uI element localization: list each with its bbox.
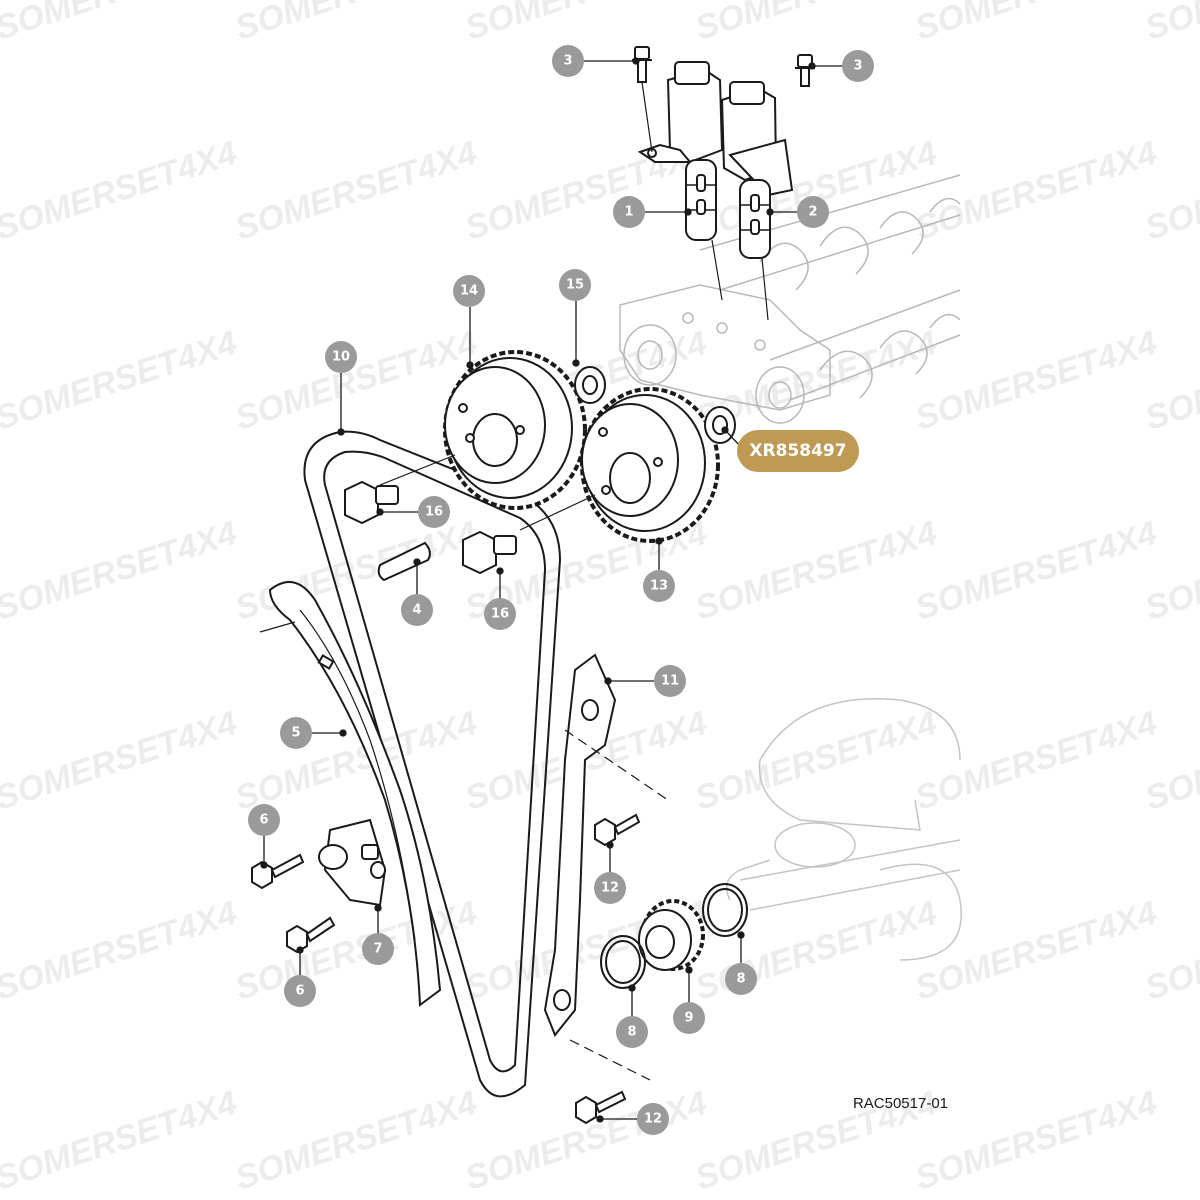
solenoid-bolt-left[interactable]: [632, 46, 653, 153]
svg-text:16: 16: [425, 505, 443, 520]
label-8b: 8: [616, 1016, 648, 1048]
label-6a: 6: [248, 804, 280, 836]
label-14: 14: [453, 275, 485, 307]
svg-text:1: 1: [624, 205, 633, 220]
label-4: 4: [401, 594, 433, 626]
watermark-text: SOMERSET4X4: [911, 324, 1162, 438]
fixed-chain-guide[interactable]: [543, 653, 669, 1081]
solenoid-connector-lines: [711, 239, 769, 321]
svg-text:14: 14: [460, 284, 478, 299]
sprocket-axis-lines: [379, 454, 596, 531]
label-8a: 8: [725, 963, 757, 995]
watermark-text: SOMERSET4X4: [911, 704, 1162, 818]
watermark-text: SOMERSET4X4: [1141, 0, 1200, 48]
watermark-text: SOMERSET4X4: [0, 704, 242, 818]
label-9: 9: [673, 1002, 705, 1034]
svg-text:12: 12: [644, 1112, 662, 1127]
crank-washer-right[interactable]: [702, 883, 748, 937]
part-number-callout[interactable]: XR858497: [737, 430, 859, 472]
label-15: 15: [559, 269, 591, 301]
svg-text:9: 9: [684, 1011, 693, 1026]
timing-chain[interactable]: [303, 430, 562, 1098]
leader-lines: [260, 57, 843, 1123]
sprocket-washer-xr[interactable]: [704, 406, 736, 444]
label-12b: 12: [637, 1103, 669, 1135]
label-13: 13: [643, 570, 675, 602]
watermark-text: SOMERSET4X4: [911, 894, 1162, 1008]
label-2: 2: [797, 196, 829, 228]
svg-text:8: 8: [736, 972, 745, 987]
exhaust-cam-sprocket[interactable]: [580, 387, 720, 543]
svg-text:7: 7: [373, 942, 382, 957]
sprocket-bolt-upper[interactable]: [344, 480, 399, 525]
svg-text:3: 3: [563, 54, 572, 69]
svg-text:16: 16: [491, 607, 509, 622]
watermark-text: SOMERSET4X4: [0, 0, 242, 48]
label-5: 5: [280, 717, 312, 749]
watermark-text: SOMERSET4X4: [0, 514, 242, 628]
watermark-text: SOMERSET4X4: [231, 0, 482, 48]
label-7: 7: [362, 933, 394, 965]
guide-bolt-upper[interactable]: [594, 813, 641, 847]
tensioner-bolt-lower[interactable]: [286, 916, 336, 954]
svg-text:10: 10: [332, 350, 350, 365]
svg-text:11: 11: [661, 674, 679, 689]
part-number-text: XR858497: [749, 441, 846, 461]
watermark-text: SOMERSET4X4: [461, 0, 712, 48]
chain-tensioner[interactable]: [318, 818, 387, 907]
svg-text:4: 4: [412, 603, 421, 618]
label-1: 1: [613, 196, 645, 228]
watermark-text: SOMERSET4X4: [231, 134, 482, 248]
watermark-text: SOMERSET4X4: [0, 324, 242, 438]
guide-bolt-lower[interactable]: [575, 1090, 627, 1125]
watermark-text: SOMERSET4X4: [231, 1084, 482, 1198]
vvt-solenoid-1[interactable]: [637, 61, 724, 241]
dowel-pin[interactable]: [377, 541, 431, 582]
watermark-text: SOMERSET4X4: [231, 514, 482, 628]
watermark-text: SOMERSET4X4: [0, 1084, 242, 1198]
crank-washer-left[interactable]: [600, 935, 646, 989]
vvt-solenoid-2[interactable]: [720, 81, 794, 259]
watermark-text: SOMERSET4X4: [691, 704, 942, 818]
watermark-text: SOMERSET4X4: [911, 514, 1162, 628]
solenoid-bolt-right[interactable]: [795, 54, 815, 87]
watermark-text: SOMERSET4X4: [691, 0, 942, 48]
tensioner-guide[interactable]: [259, 581, 442, 1007]
crankshaft-ghost: [725, 698, 962, 961]
reference-code: RAC50517-01: [853, 1095, 948, 1112]
sprocket-bolt-lower[interactable]: [462, 530, 517, 575]
watermark-text: SOMERSET4X4: [0, 894, 242, 1008]
watermark-text: SOMERSET4X4: [911, 134, 1162, 248]
svg-text:13: 13: [650, 579, 668, 594]
crankshaft-sprocket[interactable]: [638, 899, 705, 971]
svg-text:8: 8: [627, 1025, 636, 1040]
svg-text:6: 6: [295, 984, 304, 999]
svg-text:6: 6: [259, 813, 268, 828]
watermark-text: SOMERSET4X4: [231, 894, 482, 1008]
svg-text:15: 15: [566, 278, 584, 293]
svg-text:3: 3: [853, 59, 862, 74]
label-11: 11: [654, 665, 686, 697]
watermark-text: SOMERSET4X4: [911, 0, 1162, 48]
label-10: 10: [325, 341, 357, 373]
label-16b: 16: [484, 598, 516, 630]
tensioner-bolt-upper[interactable]: [251, 853, 305, 890]
svg-text:12: 12: [601, 881, 619, 896]
watermark-text: SOMERSET4X4: [691, 894, 942, 1008]
label-6b: 6: [284, 975, 316, 1007]
sprocket-washer-15[interactable]: [574, 366, 606, 404]
intake-cam-sprocket[interactable]: [443, 350, 587, 510]
watermark-text: SOMERSET4X4: [231, 324, 482, 438]
label-3a: 3: [552, 45, 584, 77]
label-12a: 12: [594, 872, 626, 904]
svg-text:2: 2: [808, 205, 817, 220]
label-3b: 3: [842, 50, 874, 82]
watermark-text: SOMERSET4X4: [0, 134, 242, 248]
label-16a: 16: [418, 496, 450, 528]
svg-text:5: 5: [291, 726, 300, 741]
watermark-text: SOMERSET4X4: [911, 1084, 1162, 1198]
watermark-text: SOMERSET4X4: [691, 514, 942, 628]
